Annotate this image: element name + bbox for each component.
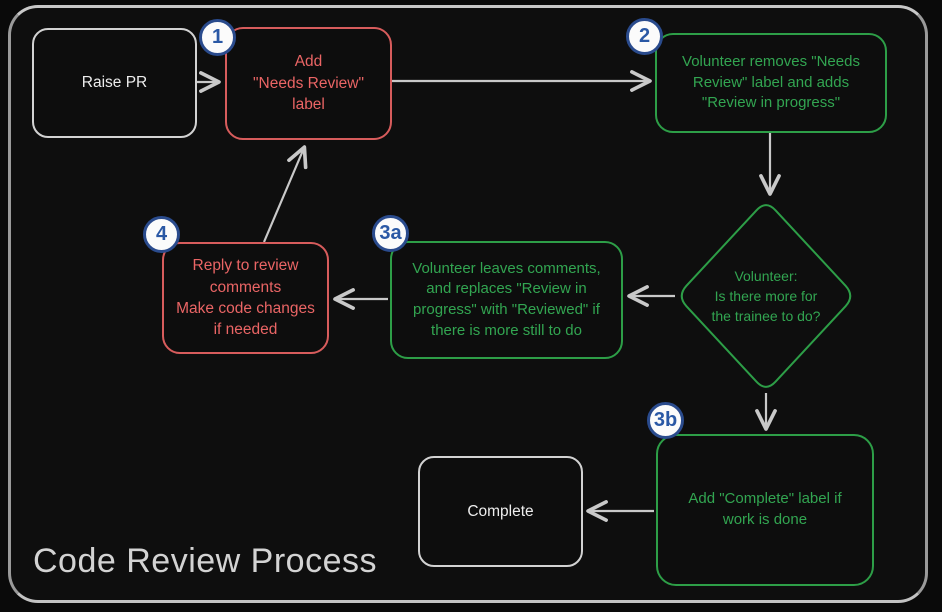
node-raise-pr: Raise PR — [32, 28, 197, 138]
node-volunteer-leaves-comments: Volunteer leaves comments, and replaces … — [390, 241, 623, 359]
node-reply-to-review-comments: Reply to review comments Make code chang… — [162, 242, 329, 354]
step-badge-3a: 3a — [372, 215, 409, 252]
step-badge-1: 1 — [199, 19, 236, 56]
node-complete: Complete — [418, 456, 583, 567]
node-add-complete-label: Add "Complete" label if work is done — [656, 434, 874, 586]
diagram-title: Code Review Process — [33, 542, 377, 580]
node-volunteer-removes-label: Volunteer removes "Needs Review" label a… — [655, 33, 887, 133]
node-decision-more-to-do: Volunteer: Is there more for the trainee… — [711, 267, 821, 325]
step-badge-2: 2 — [626, 18, 663, 55]
step-badge-4: 4 — [143, 216, 180, 253]
node-add-needs-review-label: Add "Needs Review" label — [225, 27, 392, 140]
step-badge-3b: 3b — [647, 402, 684, 439]
